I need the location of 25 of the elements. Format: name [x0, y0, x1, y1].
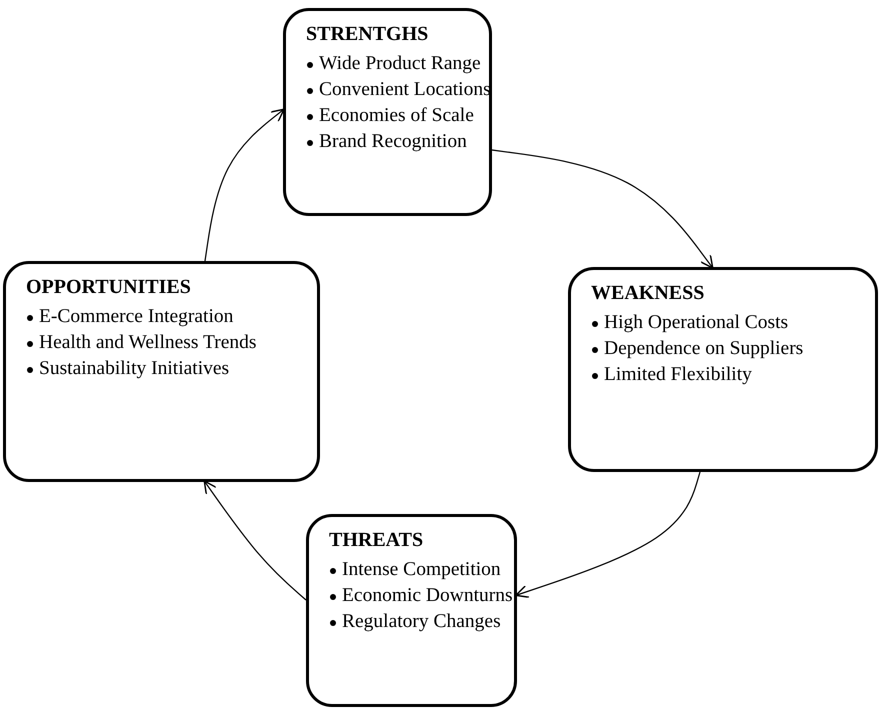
heading: OPPORTUNITIES [26, 276, 192, 299]
arrow [204, 480, 306, 600]
rounded-box [3, 261, 320, 482]
bullet-item: Wide Product Range [319, 52, 482, 75]
bullet-item: Limited Flexibility [604, 363, 753, 386]
bullet-item: Economic Downturns [342, 584, 514, 607]
bullet-item: Regulatory Changes [342, 610, 502, 633]
bullet-item: High Operational Costs [604, 311, 790, 334]
arrow [515, 472, 701, 598]
arrow [492, 149, 714, 269]
bullet-item: Economies of Scale [319, 104, 475, 127]
bullet-item: Health and Wellness Trends [39, 331, 258, 354]
bullet-item: Convenient Locations [319, 78, 492, 101]
rounded-box [306, 514, 517, 707]
bullet-item: Dependence on Suppliers [604, 337, 804, 360]
arrow [204, 108, 285, 262]
heading: WEAKNESS [591, 282, 706, 305]
bullet-item: Sustainability Initiatives [39, 357, 230, 380]
rounded-box [568, 267, 878, 472]
heading: THREATS [329, 529, 424, 552]
bullet-item: Brand Recognition [319, 130, 468, 153]
heading: STRENTGHS [306, 23, 430, 46]
bullet-item: Intense Competition [342, 558, 502, 581]
bullet-item: E-Commerce Integration [39, 305, 234, 328]
rounded-box [283, 8, 492, 216]
